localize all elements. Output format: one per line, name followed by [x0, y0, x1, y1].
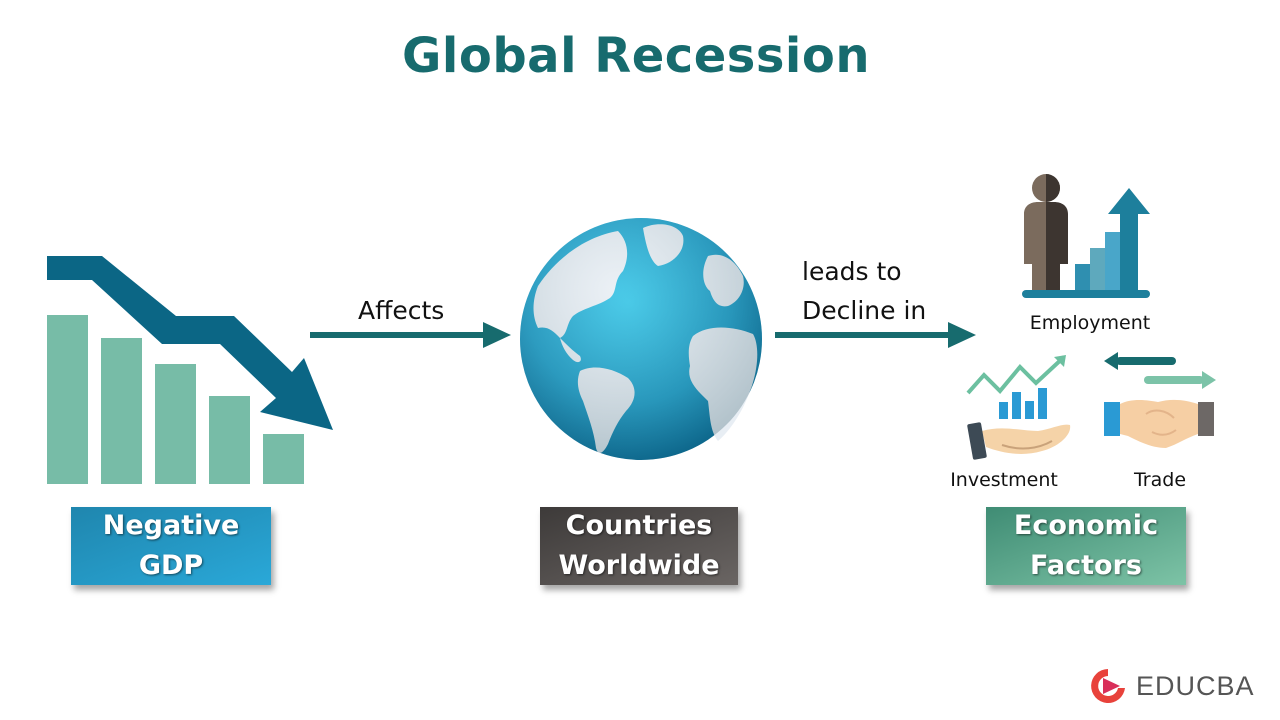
- node-countries-worldwide-line1: Countries: [565, 510, 713, 541]
- investment-icon: [966, 355, 1071, 460]
- edge-label-leads-to: leads to: [802, 257, 902, 286]
- edge-label-decline-in: Decline in: [802, 296, 927, 325]
- page-title: Global Recession: [401, 28, 870, 84]
- node-negative-gdp-line1: Negative: [102, 510, 240, 541]
- trade-handshake-icon: [1104, 352, 1216, 448]
- node-negative-gdp-line2: GDP: [138, 550, 204, 581]
- node-economic-factors-line1: Economic: [1013, 510, 1159, 541]
- arrow-right-icon: [310, 322, 511, 348]
- node-economic-factors-line2: Factors: [1030, 550, 1142, 581]
- node-countries-worldwide-line2: Worldwide: [558, 550, 720, 581]
- declining-bar-chart-icon: [47, 256, 333, 484]
- node-economic-factors: Economic Factors: [986, 507, 1186, 585]
- educba-logo: EDUCBA: [1088, 666, 1255, 706]
- node-negative-gdp: Negative GDP: [71, 507, 271, 585]
- globe-icon: [520, 218, 762, 460]
- employment-icon: [1022, 174, 1150, 298]
- arrow-right-icon: [775, 322, 976, 348]
- educba-logo-text: EDUCBA: [1136, 670, 1255, 701]
- educba-logo-icon: [1091, 669, 1125, 703]
- factor-label-investment: Investment: [950, 469, 1058, 491]
- factor-label-trade: Trade: [1133, 469, 1187, 491]
- node-countries-worldwide: Countries Worldwide: [540, 507, 738, 585]
- factor-label-employment: Employment: [1029, 312, 1151, 334]
- edge-label-affects: Affects: [358, 296, 445, 325]
